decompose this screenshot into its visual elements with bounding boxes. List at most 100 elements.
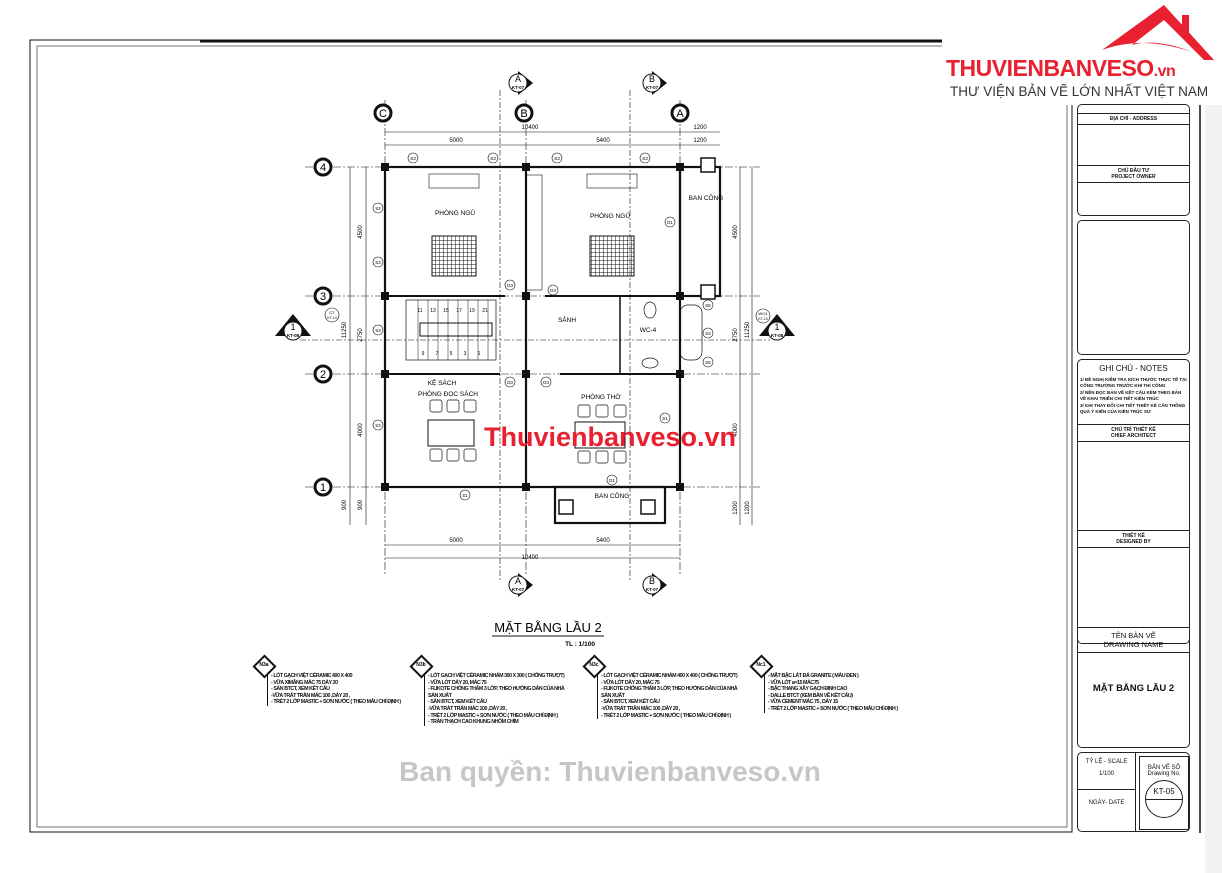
note-line: - VỮA CEMENT MÁC 75 , DÀY 15 <box>768 699 838 706</box>
dim-c1: 5000 <box>449 138 463 144</box>
drawing-name-label-en: DRAWING NAME <box>1103 640 1164 649</box>
door-window-tag-label: S3 <box>490 156 496 161</box>
designer-field <box>1078 611 1189 628</box>
grid-col-0-bubble <box>373 103 393 123</box>
grid-col-1: B <box>520 108 527 120</box>
door-window-tag-label: S5 <box>705 303 711 308</box>
dim-bottom-c2: 5400 <box>596 538 610 544</box>
column <box>522 483 530 491</box>
chief-label-vn: CHỦ TRÌ THIẾT KẾ <box>1111 427 1156 433</box>
grid-col-0: C <box>379 108 387 120</box>
section-a-top-circle <box>508 73 528 93</box>
drawing-name: MẶT BẰNG LẦU 2 <box>1092 683 1175 694</box>
wardrobe <box>525 174 543 291</box>
logo-brand-tld: .vn <box>1153 63 1176 80</box>
section-1-left-ref: KT-08 <box>287 333 300 338</box>
notes-title: GHI CHÚ - NOTES <box>1099 364 1168 373</box>
chair <box>613 404 627 418</box>
stair-number: 13 <box>430 308 436 314</box>
dim-bottom-total: 10400 <box>522 555 539 561</box>
title-block-blank <box>1077 220 1190 355</box>
room-label-reading: PHÒNG ĐỌC SÁCH <box>418 389 478 398</box>
door-window-tag-label: D3 <box>507 380 513 385</box>
plan-scale: TL : 1/100 <box>565 641 595 648</box>
dim-r4: 900 <box>358 499 364 510</box>
chief-label-en: CHIEF ARCHITECT <box>1110 433 1157 439</box>
section-b-bottom: B <box>649 576 655 586</box>
section-b-top: B <box>649 74 655 84</box>
note-line: SẢN XUẤT <box>601 692 625 699</box>
callout-wc-ref: KT-14 <box>758 317 767 321</box>
door-window-tag-label: D3 <box>550 288 556 293</box>
dim-right-r1: 4500 <box>733 225 739 239</box>
drawing-number-cell: BẢN VẼ SỐ Drawing No. KT-05 <box>1139 756 1189 830</box>
address-label: ĐỊA CHỈ - ADDRESS <box>1078 113 1189 125</box>
column <box>381 292 389 300</box>
column <box>522 292 530 300</box>
chair <box>613 450 627 464</box>
pillar <box>640 499 656 515</box>
note-line: - LÓT GẠCH VIỆT CÉRAMIC NHÁM 400 X 400 (… <box>601 673 738 679</box>
chair <box>577 450 591 464</box>
note-line: - TRÉT 2 LỚP MASTIC + SƠN NƯỚC ( THEO MẪ… <box>428 712 558 719</box>
note-line: - DALLE BTCT (XEM BẢN VẼ KẾT CẤU) <box>768 692 853 699</box>
logo-brand: THUVIENBANVESO.vn <box>946 55 1176 82</box>
wall <box>678 165 722 298</box>
pillar <box>700 284 716 300</box>
dim-right-r2: 2750 <box>733 328 739 342</box>
chair <box>446 448 460 462</box>
room-label-hall: SẢNH <box>558 315 576 324</box>
grid-row-2-bubble <box>313 364 333 384</box>
logo-brand-name: THUVIENBANVESO <box>946 55 1154 81</box>
dim-c3: 1200 <box>693 138 707 144</box>
note-line: -VỮA TRÁT TRẦN MÁC 100 ,DÀY 20 , <box>428 705 507 712</box>
note-line: - SÀN BTCT, XEM KẾT CẤU <box>601 699 660 706</box>
note-line: -VỮA TRÁT TRẦN MÁC 100 ,DÀY 20 , <box>601 705 680 712</box>
watermark-bottom: Ban quyền: Thuvienbanveso.vn <box>399 756 821 787</box>
door-window-tag <box>372 324 384 336</box>
door-window-tag <box>659 412 671 424</box>
chair <box>446 399 460 413</box>
note-line: - BẬC THANG XÂY GẠCH ĐINH CAO <box>768 686 847 693</box>
pillar <box>558 499 574 515</box>
room-label-bed1: PHÒNG NGỦ <box>435 208 475 217</box>
stair-number: 3 <box>464 351 467 357</box>
section-a-bottom: A <box>515 576 521 586</box>
owner-label-en: PROJECT OWNER <box>1111 174 1156 180</box>
scale-cell: TỶ LỆ - SCALE 1/100 NGÀY- DATE <box>1078 753 1136 831</box>
door-window-tag-label: S1 <box>462 493 468 498</box>
bathtub <box>679 304 703 361</box>
column <box>381 163 389 171</box>
section-1-right: 1 <box>774 322 779 332</box>
door-window-tag-label: S3 <box>375 423 381 428</box>
dim-right-r3: 4000 <box>733 423 739 437</box>
dim-c2: 5400 <box>596 138 610 144</box>
title-block-notes: GHI CHÚ - NOTES 1/ ĐỀ NGHỊ KIỂM TRA KÍCH… <box>1077 359 1190 644</box>
column <box>676 370 684 378</box>
door-window-tag-label: S1 <box>662 416 668 421</box>
grid-col-2: A <box>676 108 684 120</box>
note-line: - FLIKOTE CHỐNG THẤM 3 LỚP, THEO HƯỚNG D… <box>428 686 565 693</box>
section-a-top-ref: KT-07 <box>512 85 525 90</box>
room-label-shelf: KỆ SÁCH <box>428 378 457 387</box>
door-window-tag-label: S3 <box>642 156 648 161</box>
callout-wc <box>755 308 771 324</box>
drawing-no-label-vn: BẢN VẼ SỐ <box>1147 765 1181 771</box>
drawing-no-label-en: Drawing No. <box>1147 771 1181 777</box>
note-line: - MẶT BẬC LÁT ĐÁ GRANITE ( MÀU ĐEN ) <box>768 673 859 679</box>
designer-label-en: DESIGNED BY <box>1116 539 1151 545</box>
callout-ct-label: CT <box>329 310 335 315</box>
stair-number: 15 <box>443 308 449 314</box>
room-label-bed2: PHÒNG NGỦ <box>590 211 630 220</box>
chair <box>429 448 443 462</box>
watermark-center: Thuvienbanveso.vn <box>484 422 736 452</box>
note-line: - TRÉT 2 LỚP MASTIC + SƠN NƯỚC ( THEO MẪ… <box>601 712 731 719</box>
grid-row-3: 1 <box>320 482 326 494</box>
note-line: - VỮA LÓT DÀY 20, MÁC 75 <box>601 679 660 686</box>
door-window-tag <box>487 152 499 164</box>
room-label-worship: PHÒNG THỜ <box>581 392 621 401</box>
section-b-top-circle <box>642 73 662 93</box>
note-line: SẢN XUẤT <box>428 692 452 699</box>
